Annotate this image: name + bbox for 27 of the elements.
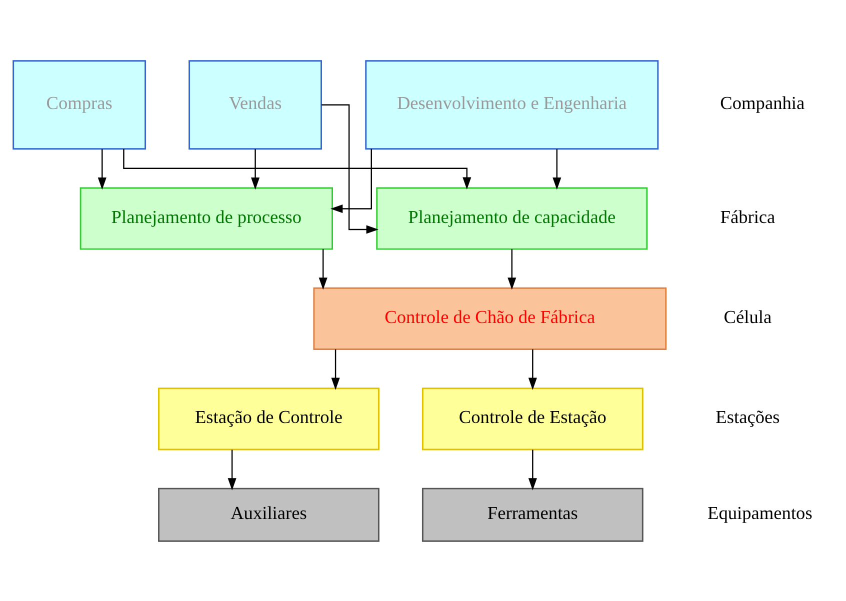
arrow	[528, 348, 537, 390]
node-box: Compras	[12, 60, 146, 150]
node-box: Planejamento de processo	[80, 186, 333, 250]
arrow	[251, 148, 260, 190]
arrow	[318, 248, 328, 290]
label: Equipamentos	[708, 502, 812, 523]
label: Fábrica	[720, 206, 776, 226]
node-box: Controle de Estação	[422, 387, 644, 450]
arrow	[98, 148, 106, 190]
node-box: Ferramentas	[422, 487, 644, 542]
node-box: Desenvolvimento e Engenharia	[365, 60, 659, 150]
label: Estações	[716, 406, 780, 427]
label: Companhia	[720, 92, 805, 113]
arrow	[552, 148, 562, 190]
node-box: Estação de Controle	[158, 387, 380, 450]
node-box: Controle de Chão de Fábrica	[313, 286, 667, 350]
arrow	[123, 148, 472, 189]
arrow	[228, 449, 236, 490]
arrow	[330, 148, 372, 213]
node-box: Auxiliares	[158, 487, 380, 542]
arrow	[321, 104, 379, 234]
node-box: Vendas	[188, 60, 322, 150]
arrow	[528, 449, 537, 490]
label: Célula	[724, 306, 772, 326]
arrow	[508, 248, 516, 290]
arrow	[331, 348, 340, 390]
node-box: Planejamento de capacidade	[376, 186, 648, 250]
